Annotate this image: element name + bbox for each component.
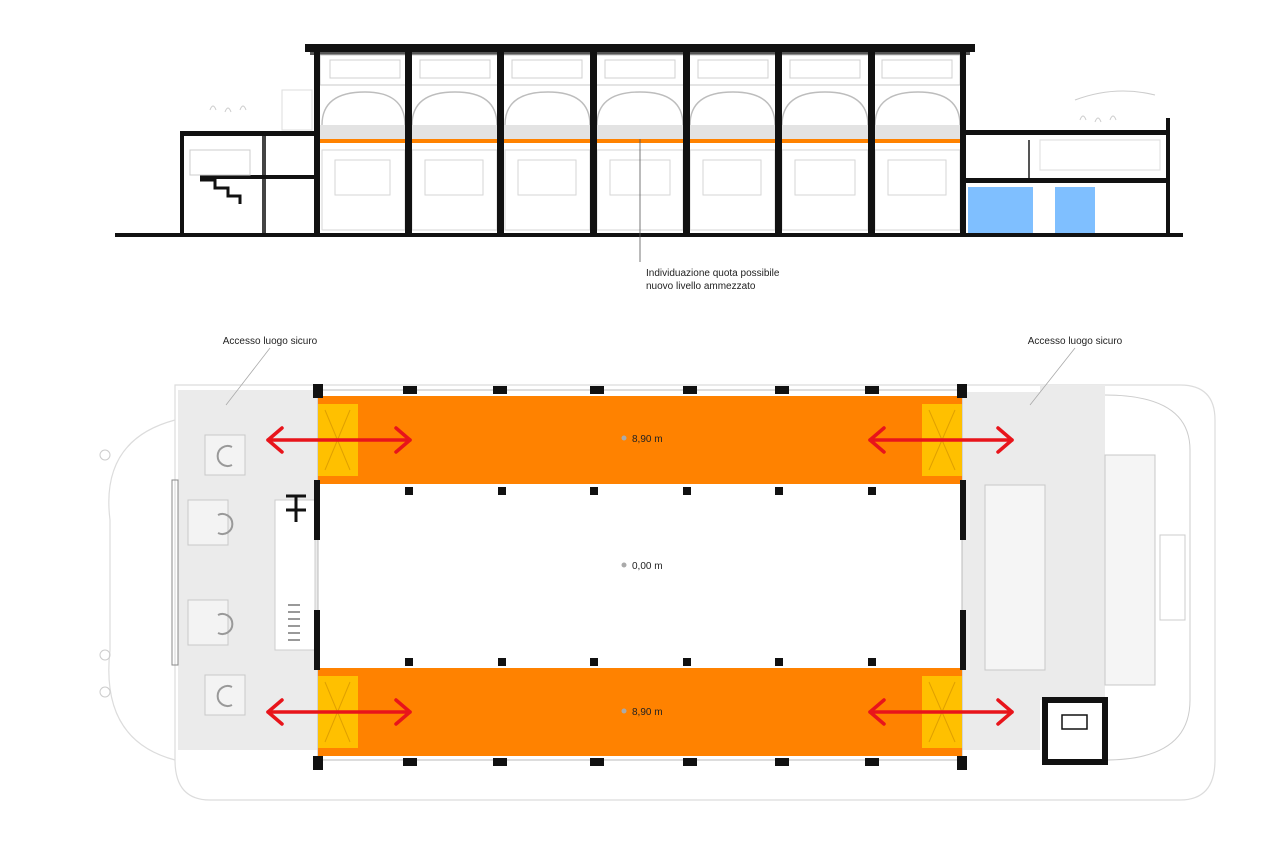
ground-line bbox=[115, 233, 1183, 237]
arrow-bottom-left bbox=[266, 698, 412, 726]
floor-plan: Accesso luogo sicuro Accesso luogo sicur… bbox=[99, 336, 1216, 801]
terrace-left-seating bbox=[187, 434, 246, 716]
annotation-line-2: nuovo livello ammezzato bbox=[646, 281, 756, 292]
level-marker-icon bbox=[621, 435, 627, 714]
hall-roof bbox=[305, 44, 975, 52]
mezzanine-bottom bbox=[318, 668, 962, 756]
arrow-bottom-right bbox=[868, 698, 1014, 726]
hall-columns bbox=[314, 52, 966, 233]
stair-tower bbox=[1042, 697, 1108, 765]
right-annex bbox=[965, 90, 1170, 233]
access-label-right: Accesso luogo sicuro bbox=[1028, 336, 1123, 347]
arrow-top-left bbox=[266, 426, 412, 454]
access-label-left: Accesso luogo sicuro bbox=[223, 336, 318, 347]
level-label-center: 0,00 m bbox=[632, 561, 663, 572]
building-section: Individuazione quota possibile nuovo liv… bbox=[115, 44, 1183, 292]
plan-columns bbox=[313, 384, 967, 770]
annotation-line-1: Individuazione quota possibile bbox=[646, 268, 780, 279]
site-outline bbox=[174, 384, 1216, 801]
double-headed-arrow-icon bbox=[266, 426, 1014, 726]
lower-facade bbox=[321, 149, 961, 231]
level-label-bottom: 8,90 m bbox=[632, 707, 663, 718]
left-annex bbox=[180, 89, 315, 233]
mezzanine-top bbox=[318, 396, 962, 484]
hall-cornice bbox=[310, 52, 970, 55]
garden-curve-left bbox=[108, 419, 176, 761]
arrow-top-right bbox=[868, 426, 1014, 454]
frieze-panels bbox=[329, 59, 953, 79]
pool-left bbox=[968, 187, 1033, 233]
balcony-band bbox=[320, 125, 960, 139]
arcade-arches bbox=[321, 91, 961, 126]
pool-right bbox=[1055, 187, 1095, 233]
level-label-top: 8,90 m bbox=[632, 434, 663, 445]
terrace-right-tables bbox=[984, 454, 1156, 686]
